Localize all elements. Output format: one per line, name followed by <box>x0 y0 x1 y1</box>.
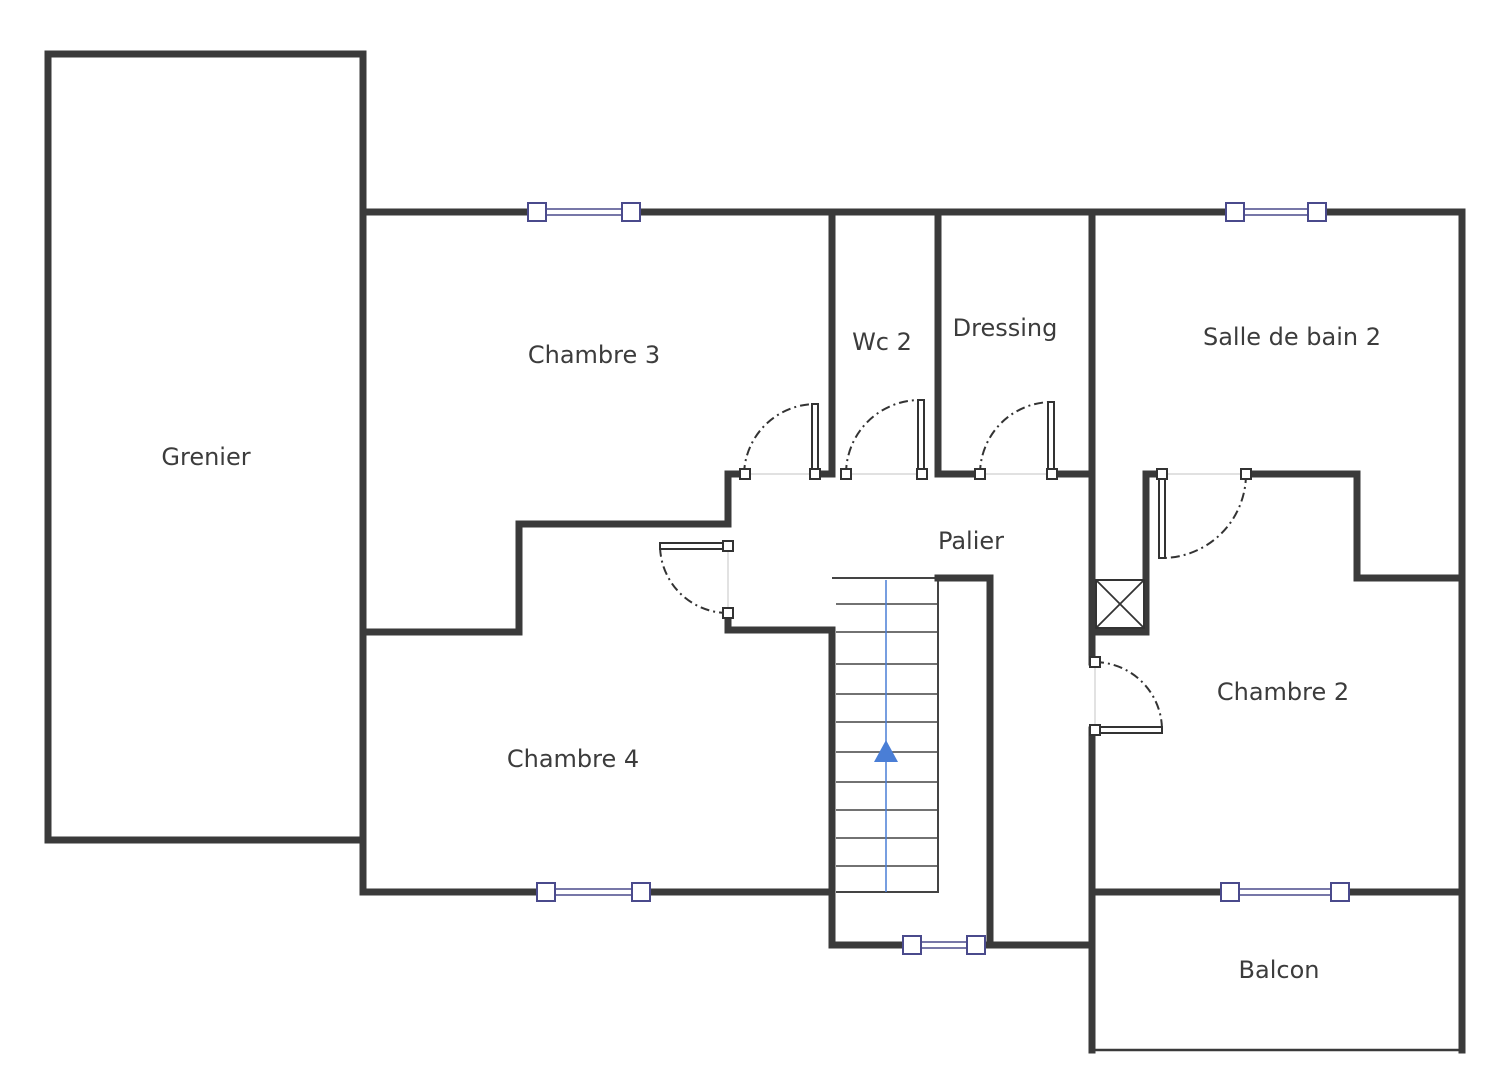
room-label-dressing: Dressing <box>953 314 1058 342</box>
door-salle-de-bain2 <box>1156 468 1252 559</box>
window-stairs <box>902 935 986 955</box>
window-salle-de-bain2 <box>1225 202 1327 222</box>
staircase <box>832 574 994 949</box>
door-chambre3 <box>739 403 821 480</box>
wall-dressing-east <box>1048 208 1096 478</box>
window-chambre4 <box>536 882 651 902</box>
windows <box>527 202 1350 955</box>
walls <box>44 50 1466 1054</box>
doors <box>659 399 1252 736</box>
room-labels: Grenier Chambre 3 Wc 2 Dressing Salle de… <box>161 314 1381 984</box>
wall-wc2-east <box>934 208 984 478</box>
wall-duct-right <box>1088 470 1150 636</box>
room-label-chambre4: Chambre 4 <box>507 745 639 773</box>
door-thresholds <box>727 473 1246 730</box>
wall-bottom-chambre4 <box>359 836 549 896</box>
window-chambre2 <box>1220 882 1350 902</box>
room-label-chambre3: Chambre 3 <box>528 341 660 369</box>
wall-top <box>359 208 1466 1054</box>
room-label-balcon: Balcon <box>1239 956 1320 984</box>
door-chambre2 <box>1089 656 1163 736</box>
room-label-grenier: Grenier <box>161 443 250 471</box>
door-wc2 <box>840 399 928 480</box>
room-label-wc2: Wc 2 <box>852 328 912 356</box>
room-label-chambre2: Chambre 2 <box>1217 678 1349 706</box>
arrow-up-icon <box>874 740 898 762</box>
wall-chambre3-chambre4 <box>359 470 748 636</box>
room-label-salle-de-bain2: Salle de bain 2 <box>1203 323 1381 351</box>
room-label-palier: Palier <box>938 527 1004 555</box>
door-chambre4 <box>659 540 734 619</box>
crossed-box-icon <box>1095 579 1145 629</box>
window-chambre3 <box>527 202 641 222</box>
wall-chambre4-east <box>724 609 916 949</box>
wall-wc2-west <box>812 208 836 478</box>
wall-sdb-chambre2b <box>1242 470 1466 582</box>
door-dressing <box>974 401 1058 480</box>
